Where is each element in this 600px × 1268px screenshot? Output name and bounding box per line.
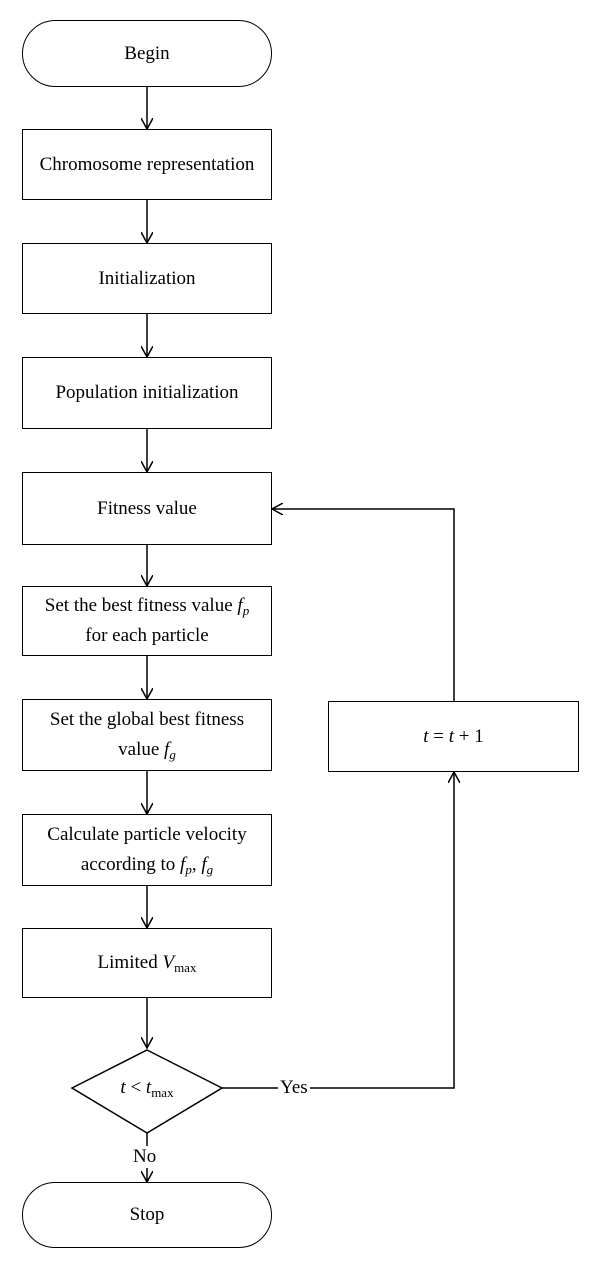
set-best-fitness-line1: Set the best fitness value fp: [44, 595, 250, 618]
set-best-fitness-node: Set the best fitness value fp for each p…: [22, 586, 272, 656]
initialization-label: Initialization: [98, 267, 196, 289]
chromosome-representation-node: Chromosome representation: [22, 129, 272, 200]
increment-t-node: t = t + 1: [328, 701, 579, 772]
begin-label: Begin: [124, 42, 170, 64]
fitness-value-node: Fitness value: [22, 472, 272, 545]
population-initialization-label: Population initialization: [55, 382, 239, 403]
fitness-value-label: Fitness value: [97, 497, 197, 519]
calculate-velocity-line1: Calculate particle velocity: [47, 824, 247, 845]
limited-vmax-node: Limited Vmax: [22, 928, 272, 998]
arrow-increment-to-fitness: [272, 509, 455, 701]
set-global-best-line1: Set the global best fitness: [49, 709, 245, 730]
begin-node: Begin: [22, 20, 272, 87]
initialization-node: Initialization: [22, 243, 272, 314]
set-best-fitness-line2: for each particle: [85, 625, 209, 646]
limited-vmax-label: Limited Vmax: [97, 952, 197, 975]
calculate-velocity-line2: according to fp, fg: [80, 854, 214, 877]
set-global-best-line2: value fg: [118, 739, 176, 762]
decision-label: t < tmax: [120, 1077, 174, 1100]
calculate-velocity-node: Calculate particle velocity according to…: [22, 814, 272, 886]
stop-node: Stop: [22, 1182, 272, 1248]
population-initialization-node: Population initialization: [22, 357, 272, 429]
increment-t-label: t = t + 1: [423, 725, 484, 747]
stop-label: Stop: [129, 1204, 165, 1225]
chromosome-representation-label: Chromosome representation: [39, 153, 255, 175]
no-edge-label: No: [131, 1146, 159, 1168]
set-global-best-node: Set the global best fitness value fg: [22, 699, 272, 771]
decision-label-wrap: t < tmax: [92, 1071, 202, 1105]
yes-edge-label: Yes: [278, 1077, 310, 1099]
